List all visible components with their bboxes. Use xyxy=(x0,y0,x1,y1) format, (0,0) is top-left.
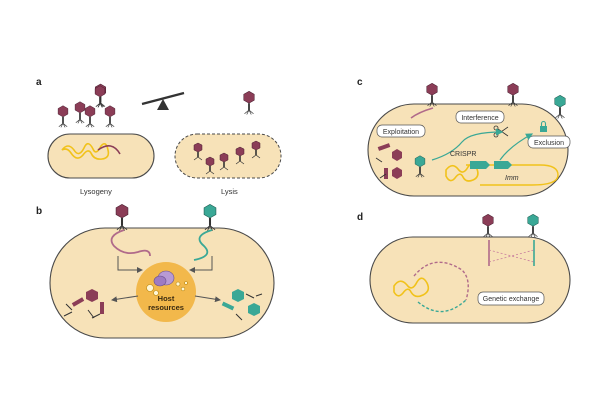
purple-phage-parts-icon xyxy=(375,143,402,179)
teal-progeny-parts-icon xyxy=(221,289,263,321)
phage-cluster-icon xyxy=(57,83,116,128)
genetic-exchange-label: Genetic exchange xyxy=(483,296,540,303)
genetic-exchange-box xyxy=(477,291,545,306)
chromosome-line xyxy=(466,164,559,186)
host-resources-pool xyxy=(136,262,196,322)
interference-box xyxy=(455,110,505,124)
teal-genome xyxy=(193,229,213,261)
panel-d: d Genetic exchange xyxy=(357,212,571,324)
panel-b: b Host resources xyxy=(36,203,275,339)
prophage-dna-icon xyxy=(61,142,121,160)
ribosome-icon xyxy=(153,270,175,287)
metabolites-icon xyxy=(146,281,188,296)
host-resources-label-2: resources xyxy=(148,303,184,312)
host-chromosome-icon xyxy=(445,163,479,182)
arrow-to-resources-left xyxy=(117,256,143,273)
host-cell-d xyxy=(369,236,571,324)
panel-c: c Exploitation Interference Exclusion xyxy=(357,77,571,197)
exploitation-box xyxy=(376,124,426,138)
single-phage-icon xyxy=(243,90,255,115)
purple-phage-icon xyxy=(482,213,494,238)
crispr-array-icon xyxy=(470,161,512,169)
host-resources-label-1: Host xyxy=(158,294,175,303)
imm-arrow xyxy=(499,133,534,161)
lysogeny-cell xyxy=(47,133,155,179)
exclusion-box xyxy=(527,135,571,149)
arrow-to-teal-progeny xyxy=(194,295,221,303)
panel-d-letter: d xyxy=(357,212,363,223)
lysis-label: Lysis xyxy=(221,187,238,196)
host-chromosome-icon xyxy=(393,261,469,313)
exclusion-label: Exclusion xyxy=(534,140,564,147)
exploitation-label: Exploitation xyxy=(383,129,419,136)
purple-genome xyxy=(110,229,151,257)
crispr-label: CRISPR xyxy=(450,151,476,158)
purple-progeny-parts-icon xyxy=(63,289,104,319)
exploitation-phage-icon xyxy=(426,82,438,107)
panel-a-letter: a xyxy=(36,77,42,88)
lock-icon xyxy=(540,120,547,132)
panel-b-letter: b xyxy=(36,206,42,217)
panel-c-letter: c xyxy=(357,77,363,88)
teal-phage-icon xyxy=(203,203,217,232)
panel-a: a Lysogeny xyxy=(36,77,282,196)
arrow-to-purple-progeny xyxy=(111,295,139,303)
interference-phage-icon xyxy=(507,82,519,107)
lysogeny-label: Lysogeny xyxy=(80,187,112,196)
teal-phage-icon xyxy=(527,213,539,238)
arrow-to-resources-right xyxy=(189,256,213,273)
imm-label: Imm xyxy=(505,175,519,182)
purple-phage-icon xyxy=(115,203,129,232)
exploitation-genome xyxy=(410,107,434,119)
balance-seesaw-icon xyxy=(141,91,185,110)
interference-label: Interference xyxy=(461,115,498,122)
crispr-arrow xyxy=(431,128,504,161)
exclusion-phage-icon xyxy=(554,94,566,119)
